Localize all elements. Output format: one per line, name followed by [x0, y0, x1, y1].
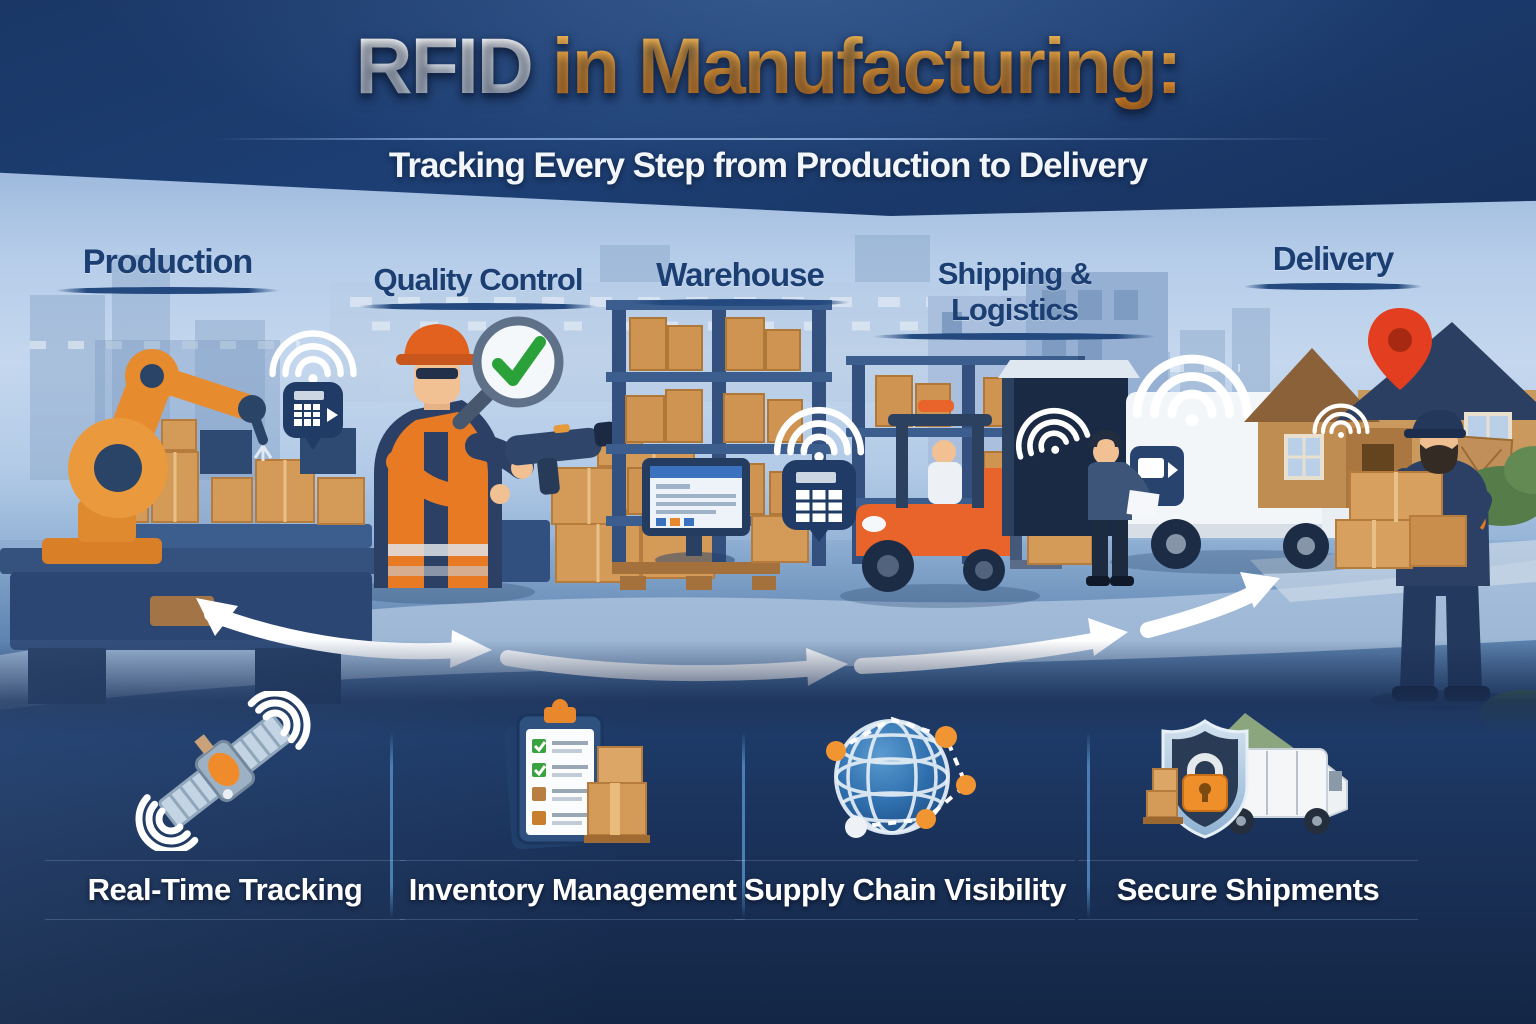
banner-glow: [0, 0, 1536, 216]
stage-label-quality-control: Quality Control: [358, 262, 598, 310]
title-rest: in Manufacturing:: [531, 21, 1183, 110]
wooden-pallet: [612, 562, 780, 590]
rfid-scanner-gun: [505, 421, 618, 495]
feature-divider: [742, 732, 745, 918]
rfid-tag-icon: [273, 334, 354, 450]
page-title: RFID in Manufacturing:: [0, 20, 1536, 112]
page-subtitle: Tracking Every Step from Production to D…: [388, 146, 1148, 185]
inventory-monitor: [642, 458, 750, 568]
secure-boxes: [1142, 768, 1183, 824]
header-banner: RFID in Manufacturing:: [0, 0, 1536, 216]
process-scene-illustration: [0, 235, 1536, 740]
underline-swoosh: [872, 333, 1157, 340]
feature-divider: [390, 732, 393, 918]
globe-network-icon: [826, 716, 976, 838]
shield-lock: [1161, 719, 1248, 839]
underline-swoosh: [1243, 283, 1423, 290]
network-nodes: [826, 726, 976, 838]
feature-label: Secure Shipments: [1078, 860, 1418, 920]
title-rfid: RFID: [355, 21, 534, 110]
feature-label: Real-Time Tracking: [45, 860, 405, 920]
underline-swoosh: [55, 287, 280, 294]
features-section: [0, 640, 1536, 1024]
stage-label-warehouse: Warehouse: [630, 256, 850, 306]
robotic-arm-icon: [42, 349, 273, 564]
feature-supply-chain-visibility: Supply Chain Visibility: [735, 688, 1075, 920]
satellite-icon: [135, 691, 311, 851]
stage-label-shipping-logistics: Shipping & Logistics: [872, 256, 1157, 340]
title-divider-line: [215, 138, 1337, 140]
loading-worker: [1086, 430, 1160, 586]
feature-label: Supply Chain Visibility: [735, 860, 1075, 920]
rfid-reader-icon: [777, 410, 861, 542]
stage-label-production: Production: [55, 243, 280, 294]
location-pin-icon: [1368, 308, 1432, 390]
inventory-boxes: [583, 746, 650, 843]
magnifier-checkmark-icon: [452, 316, 564, 430]
delivery-scene: [1244, 308, 1536, 738]
clipboard-checklist-icon: [503, 699, 650, 850]
feature-divider: [1087, 732, 1090, 918]
underline-swoosh: [358, 303, 598, 310]
underline-swoosh: [630, 299, 850, 306]
feature-inventory-management: Inventory Management: [400, 688, 745, 920]
production-scene: [0, 334, 380, 704]
worker-with-rfid-scanner: [374, 324, 618, 588]
stage-label-delivery: Delivery: [1243, 240, 1423, 290]
shield-lock-van-icon: [1142, 713, 1348, 839]
feature-secure-shipments: Secure Shipments: [1078, 688, 1418, 920]
feature-label: Inventory Management: [400, 860, 745, 920]
feature-real-time-tracking: Real-Time Tracking: [45, 688, 405, 920]
